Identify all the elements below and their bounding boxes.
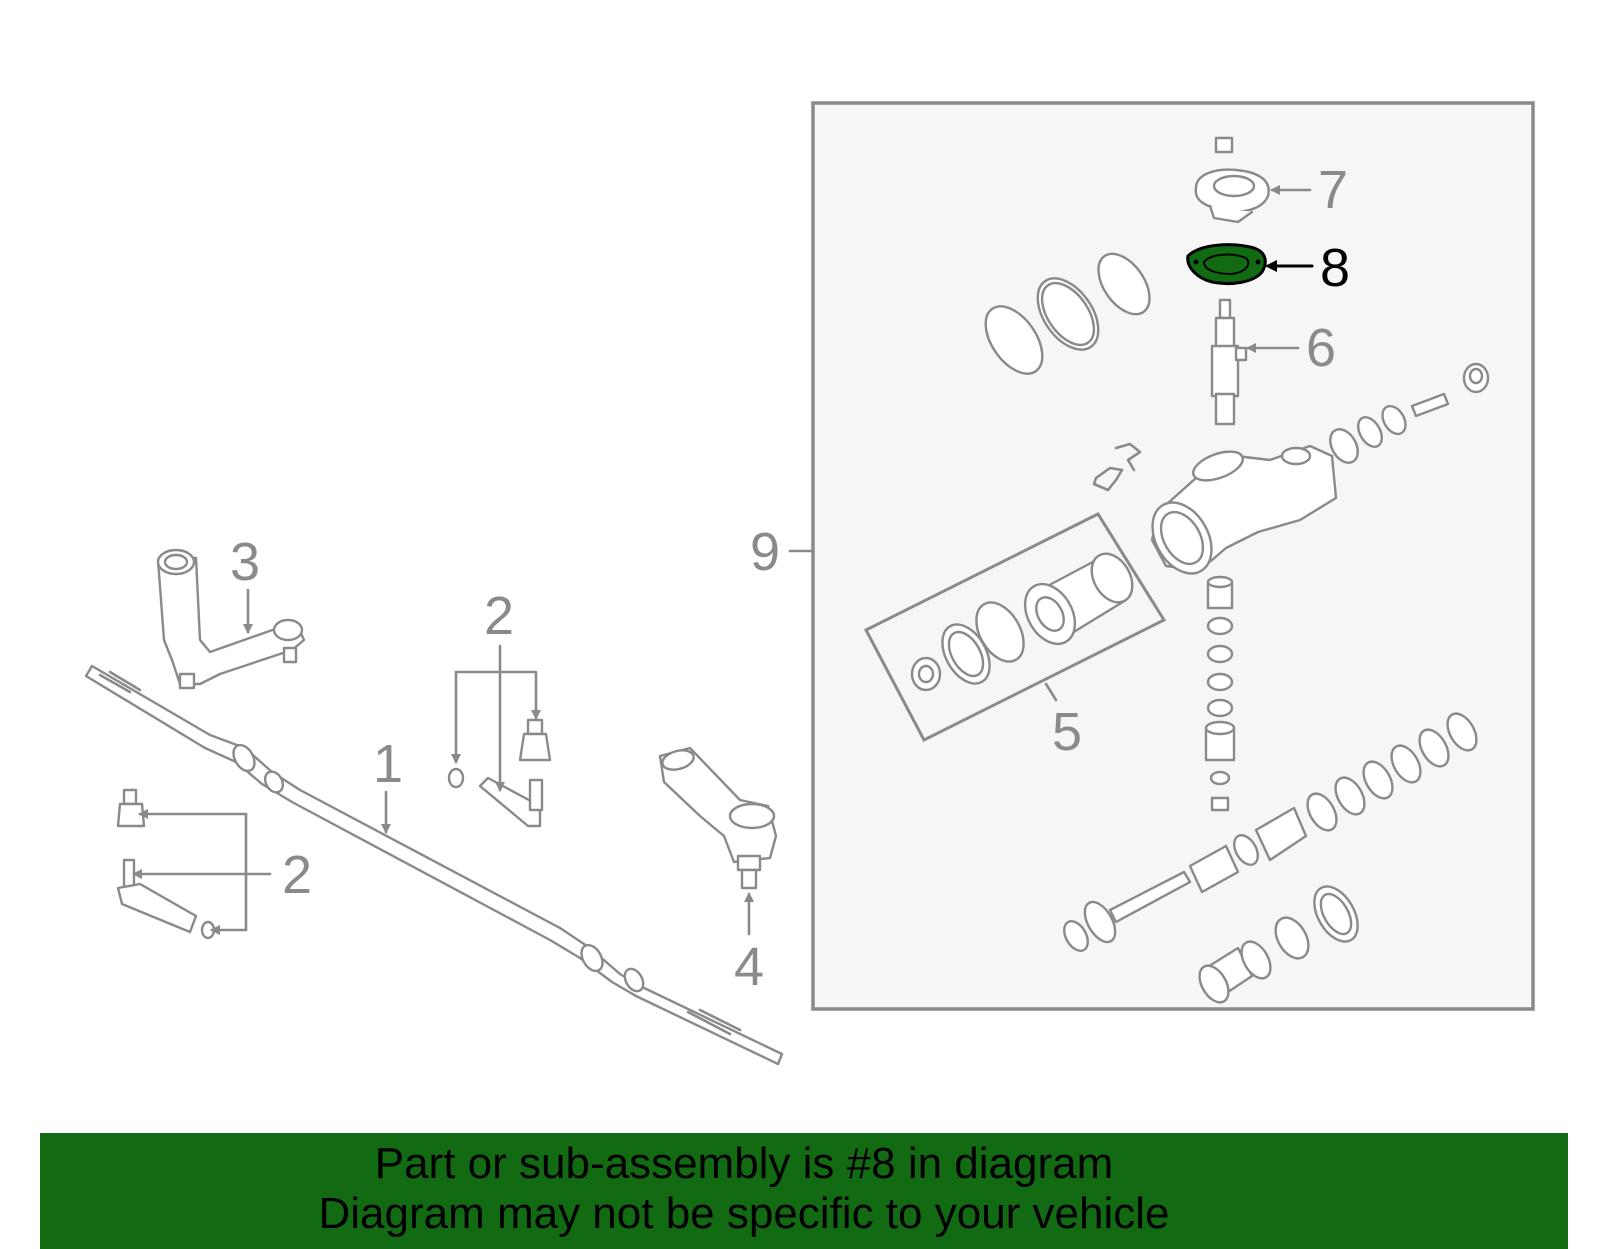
callout-8: 8 (1320, 238, 1350, 298)
callout-5: 5 (1052, 702, 1082, 762)
callout-2-lower: 2 (282, 845, 312, 905)
callout-9: 9 (750, 522, 780, 582)
part-8-gasket-highlighted[interactable] (1186, 243, 1267, 286)
callout-6: 6 (1306, 318, 1336, 378)
callout-4: 4 (734, 937, 764, 997)
worm-shaft-assembly[interactable] (1059, 709, 1482, 955)
callout-7: 7 (1318, 160, 1348, 220)
part-5-piston-subassembly[interactable] (863, 512, 1167, 742)
callout-2-upper: 2 (484, 586, 514, 646)
part-6-valve-shaft[interactable] (1210, 298, 1248, 426)
retainer-clips[interactable] (1092, 442, 1142, 492)
housing-side-seals[interactable] (1325, 362, 1490, 468)
sector-shaft-bearings-stack[interactable] (1204, 575, 1236, 812)
steering-gear-housing[interactable] (1140, 444, 1338, 584)
part-3-idler-arm[interactable] (156, 548, 306, 690)
part-1-relay-rod[interactable] (84, 664, 784, 1066)
callout-3: 3 (230, 532, 260, 592)
snap-rings[interactable] (974, 245, 1160, 384)
info-banner: Part or sub-assembly is #8 in diagram Di… (40, 1133, 1568, 1249)
callout-1: 1 (373, 734, 403, 794)
part-2-lower-hardware[interactable] (116, 788, 216, 940)
banner-line-part-info: Part or sub-assembly is #8 in diagram (374, 1139, 1114, 1188)
part-7-cover[interactable] (1194, 136, 1270, 224)
banner-line-disclaimer: Diagram may not be specific to your vehi… (318, 1189, 1170, 1238)
part-4-pitman-arm[interactable] (658, 746, 778, 890)
adjuster-plug-seals[interactable] (1194, 879, 1367, 1007)
